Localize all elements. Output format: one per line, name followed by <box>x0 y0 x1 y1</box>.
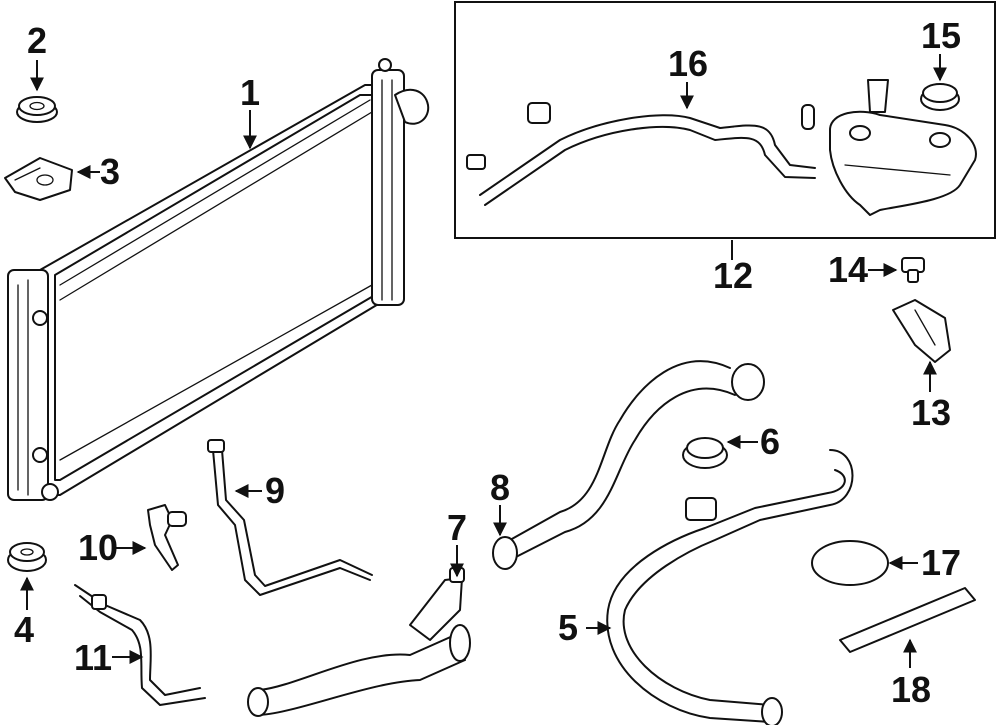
callout-8: 8 <box>490 467 510 508</box>
callout-5: 5 <box>558 607 578 648</box>
upper-hose <box>492 360 765 570</box>
seal-ring <box>811 540 889 586</box>
callout-4: 4 <box>14 609 34 650</box>
leader-lines <box>20 54 947 668</box>
hose-connector <box>147 504 187 571</box>
callout-10: 10 <box>78 527 118 568</box>
reservoir-hose <box>466 102 816 206</box>
callout-2: 2 <box>27 20 47 61</box>
reservoir-cap <box>682 437 728 469</box>
callout-3: 3 <box>100 151 120 192</box>
coolant-reservoir-tank <box>829 79 977 216</box>
callout-numbers: 1 2 3 4 5 6 7 8 9 10 11 12 13 14 15 16 1… <box>14 15 961 710</box>
label <box>839 587 976 653</box>
callout-6: 6 <box>760 421 780 462</box>
callout-1: 1 <box>240 72 260 113</box>
callout-9: 9 <box>265 470 285 511</box>
lower-hose <box>606 449 854 725</box>
callout-12: 12 <box>713 255 753 296</box>
coolant-reservoir-assembly-box <box>454 1 996 239</box>
callout-11: 11 <box>74 637 112 678</box>
callout-17: 17 <box>921 542 961 583</box>
lower-insulator <box>7 542 47 572</box>
callout-18: 18 <box>891 669 931 710</box>
reservoir-bolt <box>901 257 925 283</box>
callout-7: 7 <box>447 507 467 548</box>
callout-13: 13 <box>911 392 951 433</box>
callout-15: 15 <box>921 15 961 56</box>
upper-insulator <box>16 96 58 123</box>
radiator <box>7 58 430 501</box>
reservoir-bracket <box>892 299 951 363</box>
mounting-bracket <box>4 157 73 201</box>
heater-hose <box>247 567 471 717</box>
overflow-tube <box>207 439 373 596</box>
callout-16: 16 <box>668 43 708 84</box>
reservoir-cap-seal <box>920 83 960 111</box>
callout-14: 14 <box>828 249 868 290</box>
